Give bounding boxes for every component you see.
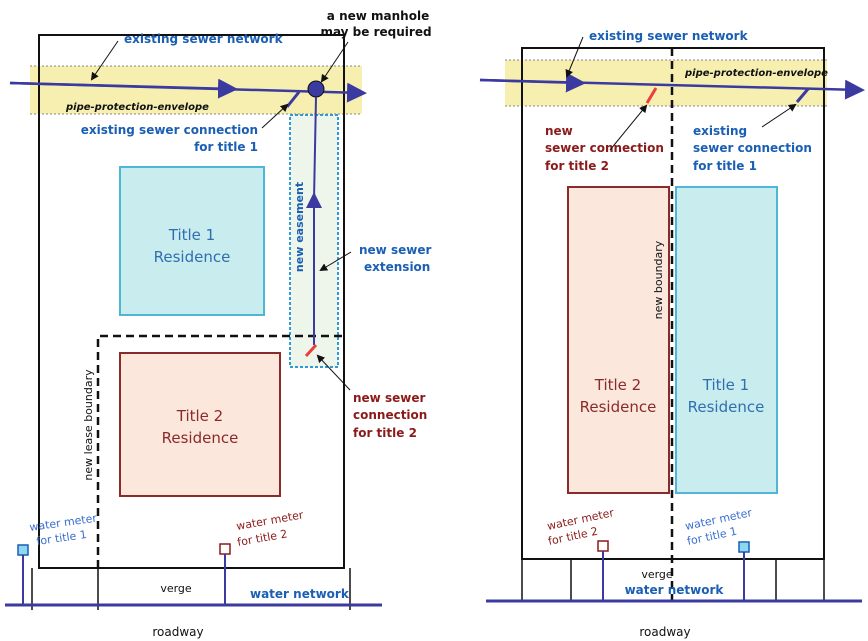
water-network-label: water network: [250, 587, 350, 601]
title1-residence-box-right: [675, 186, 778, 494]
new-lease-boundary-label: new lease boundary: [82, 369, 95, 481]
new-connection-label-right-1: new: [545, 124, 573, 138]
existing-sewer-network-label: existing sewer network: [124, 32, 284, 46]
roadway-label: roadway: [152, 625, 203, 639]
title2-residence-box-right: [567, 186, 670, 494]
existing-sewer-network-label-right: existing sewer network: [589, 29, 749, 43]
new-connection-label-right-3: for title 2: [545, 159, 609, 173]
new-manhole-label-2: may be required: [320, 25, 431, 39]
title1-label-right: Title 1: [702, 376, 749, 394]
verge-label: verge: [160, 582, 192, 595]
new-boundary-label: new boundary: [652, 240, 665, 319]
title1-label-2: Residence: [154, 248, 231, 266]
title2-label-right-2: Residence: [580, 398, 657, 416]
title2-label-2: Residence: [162, 429, 239, 447]
right-diagram: Title 2 Residence Title 1 Residence new …: [479, 29, 865, 639]
title2-label-right: Title 2: [594, 376, 641, 394]
existing-sewer-connection-left: [285, 91, 301, 108]
new-easement-label: new easement: [293, 182, 306, 272]
roadway-label-right: roadway: [639, 625, 690, 639]
title2-residence-box: [119, 352, 281, 497]
new-connection-label-right-2: sewer connection: [545, 141, 664, 155]
new-connection-label-3: for title 2: [353, 426, 417, 440]
new-manhole: [307, 80, 325, 98]
existing-sewer-connection-right: [795, 88, 810, 103]
water-meter-title1-icon: [17, 544, 29, 556]
new-lease-boundary-line: [96, 334, 345, 568]
existing-connection-label-2: for title 1: [194, 140, 258, 154]
new-connection-label-1: new sewer: [353, 391, 425, 405]
existing-connection-label-right-2: sewer connection: [693, 141, 812, 155]
water-network-label-right: water network: [625, 583, 725, 597]
title2-label: Title 2: [176, 407, 223, 425]
title1-label-right-2: Residence: [688, 398, 765, 416]
lot-boundary: [38, 34, 345, 569]
verge-label-right: verge: [641, 568, 673, 581]
new-manhole-label-1: a new manhole: [327, 9, 429, 23]
existing-connection-label-right-3: for title 1: [693, 159, 757, 173]
new-sewer-connection-left: [304, 343, 318, 358]
water-meter-title2-icon: [219, 543, 231, 555]
left-diagram: Title 1 Residence Title 2 Residence new …: [5, 9, 432, 639]
pipe-protection-envelope-label-right: pipe-protection-envelope: [684, 68, 828, 79]
new-connection-label-2: connection: [353, 408, 427, 422]
title1-residence-box: [119, 166, 265, 316]
title1-label: Title 1: [168, 226, 215, 244]
new-sewer-connection-right: [645, 87, 658, 104]
existing-connection-label-right-1: existing: [693, 124, 747, 138]
water-meter-title2-icon-right: [597, 540, 609, 552]
water-meter-title1-icon-right: [738, 541, 750, 553]
new-sewer-extension-label-1: new sewer: [359, 243, 431, 257]
existing-connection-label-1: existing sewer connection: [81, 123, 258, 137]
pipe-protection-envelope-band: [30, 66, 362, 114]
pipe-protection-envelope-label: pipe-protection-envelope: [65, 102, 209, 113]
new-sewer-extension-label-2: extension: [364, 260, 430, 274]
